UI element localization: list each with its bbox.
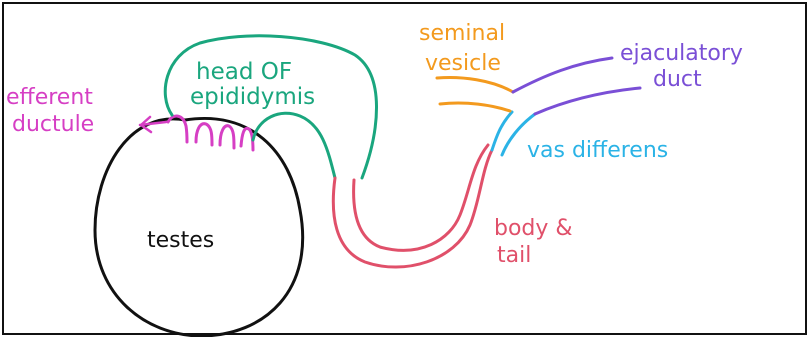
efferent-label-line1: efferent bbox=[6, 85, 93, 110]
efferent-ductules bbox=[168, 116, 253, 150]
ejaculatory-duct-label-line2: duct bbox=[653, 67, 702, 92]
seminal-vesicle-line-top bbox=[437, 78, 513, 92]
epididymis-head-inner bbox=[253, 113, 335, 178]
epididymis-head-label-line1: head OF bbox=[196, 59, 292, 85]
ejaculatory-duct-label-line1: ejaculatory bbox=[620, 41, 743, 66]
body-tail-label-line1: body & bbox=[494, 216, 573, 241]
ejaculatory-duct-line-top bbox=[513, 58, 612, 92]
seminal-vesicle-line-bottom bbox=[440, 103, 510, 111]
seminal-vesicle-label-line1: seminal bbox=[419, 21, 505, 46]
epididymis-head-label-line2: epididymis bbox=[190, 84, 315, 110]
body-tail-inner bbox=[354, 145, 488, 250]
testes-label: testes bbox=[147, 228, 214, 253]
seminal-vesicle-label-line2: vesicle bbox=[425, 51, 501, 76]
body-tail-label-line2: tail bbox=[497, 243, 531, 268]
efferent-label-line2: ductule bbox=[12, 112, 94, 137]
ejaculatory-duct-line-bottom bbox=[535, 88, 640, 114]
vas-deferens-label: vas differens bbox=[527, 138, 668, 163]
vas-deferens-tube-a bbox=[492, 112, 512, 150]
